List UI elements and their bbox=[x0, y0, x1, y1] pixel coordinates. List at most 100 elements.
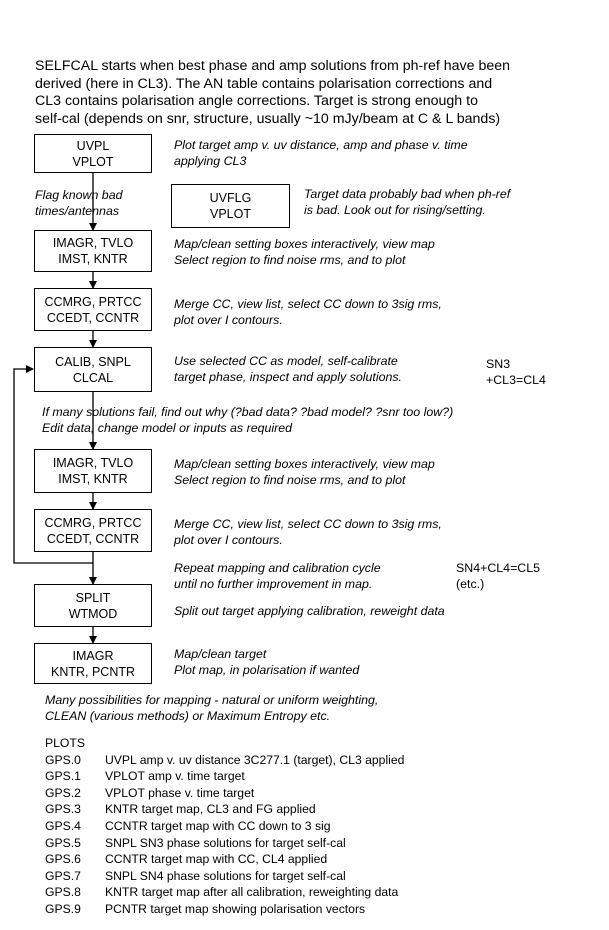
uvpl-note: Plot target amp v. uv distance, amp and … bbox=[174, 137, 468, 169]
note-line: Repeat mapping and calibration cycle bbox=[174, 561, 381, 575]
note-line: Edit data, change model or inputs as req… bbox=[42, 421, 293, 435]
note-line: Merge CC, view list, select CC down to 3… bbox=[174, 297, 442, 311]
calib-box: CALIB, SNPL CLCAL bbox=[34, 347, 152, 392]
note-line: plot over I contours. bbox=[174, 533, 283, 547]
plot-desc: KNTR target map after all calibration, r… bbox=[105, 885, 399, 900]
plot-code: GPS.7 bbox=[45, 868, 81, 883]
note-line: Map/clean setting boxes interactively, v… bbox=[174, 457, 435, 471]
plot-row: GPS.8 KNTR target map after all calibrati… bbox=[45, 884, 404, 901]
plot-code: GPS.2 bbox=[45, 785, 81, 800]
split-note: Split out target applying calibration, r… bbox=[174, 603, 445, 619]
flag-note: Target data probably bad when ph-ref is … bbox=[304, 186, 510, 218]
box-line: CCEDT, CCNTR bbox=[46, 310, 140, 325]
plot-code: GPS.4 bbox=[45, 818, 81, 833]
plot-code: GPS.0 bbox=[45, 752, 81, 767]
intro-text: SELFCAL starts when best phase and amp s… bbox=[35, 58, 595, 128]
plot-code: GPS.5 bbox=[45, 835, 81, 850]
plot-row: GPS.4 CCNTR target map with CC down to 3 … bbox=[45, 818, 404, 835]
box-line: WTMOD bbox=[68, 606, 118, 621]
box-line: CCMRG, PRTCC bbox=[44, 515, 142, 530]
plot-desc: KNTR target map, CL3 and FG applied bbox=[105, 802, 316, 817]
calib-side-label: SN3 +CL3=CL4 bbox=[486, 356, 546, 388]
note-line: Plot target amp v. uv distance, amp and … bbox=[174, 138, 468, 152]
plot-code: GPS.8 bbox=[45, 885, 81, 900]
note-line: until no further improvement in map. bbox=[174, 577, 373, 591]
plot-row: GPS.2 VPLOT phase v. time target bbox=[45, 785, 404, 802]
note-line: Target data probably bad when ph-ref bbox=[304, 187, 511, 201]
box-line: UVPL bbox=[76, 138, 110, 153]
plots-list: PLOTS GPS.0 UVPL amp v. uv distance 3C277… bbox=[45, 735, 404, 918]
ccmrg2-note: Merge CC, view list, select CC down to 3… bbox=[174, 516, 442, 548]
plot-desc: SNPL SN3 phase solutions for target self… bbox=[105, 835, 346, 850]
ccmrg1-box: CCMRG, PRTCC CCEDT, CCNTR bbox=[34, 288, 152, 331]
note-line: plot over I contours. bbox=[174, 313, 283, 327]
ccmrg2-box: CCMRG, PRTCC CCEDT, CCNTR bbox=[34, 509, 152, 552]
imagr2-box: IMAGR, TVLO IMST, KNTR bbox=[34, 449, 152, 493]
calib-note: Use selected CC as model, self-calibrate… bbox=[174, 353, 402, 385]
note-line: times/antennas bbox=[35, 204, 120, 218]
note-line: Flag known bad bbox=[35, 188, 123, 202]
note-line: Map/clean target bbox=[174, 647, 267, 661]
box-line: CCMRG, PRTCC bbox=[44, 294, 142, 309]
intro-line: CL3 contains polarisation angle correcti… bbox=[35, 93, 478, 109]
imagr3-box: IMAGR KNTR, PCNTR bbox=[34, 643, 152, 684]
box-line: UVFLG bbox=[209, 191, 252, 205]
intro-line: self-cal (depends on snr, structure, usu… bbox=[35, 110, 501, 127]
repeat-side-label: SN4+CL4=CL5 (etc.) bbox=[456, 560, 540, 592]
failure-note: If many solutions fail, find out why (?b… bbox=[42, 404, 453, 436]
repeat-note: Repeat mapping and calibration cycle unt… bbox=[174, 560, 381, 592]
box-line: CALIB, SNPL bbox=[55, 354, 131, 369]
intro-line: derived (here in CL3). The AN table cont… bbox=[35, 75, 493, 92]
note-line: Select region to find noise rms, and to … bbox=[174, 473, 406, 487]
box-line: IMST, KNTR bbox=[58, 472, 128, 486]
plot-row: GPS.3 KNTR target map, CL3 and FG applied bbox=[45, 801, 404, 818]
plot-row: GPS.0 UVPL amp v. uv distance 3C277.1 (ta… bbox=[45, 752, 404, 769]
note-line: If many solutions fail, find out why (?b… bbox=[42, 405, 454, 419]
side-line: (etc.) bbox=[456, 577, 485, 591]
mapping-note: Many possibilities for mapping - natural… bbox=[45, 692, 378, 724]
plot-row: GPS.5 SNPL SN3 phase solutions for target… bbox=[45, 835, 404, 852]
box-line: IMAGR bbox=[72, 648, 114, 663]
uvpl-box: UVPL VPLOT bbox=[34, 134, 152, 173]
imagr1-note: Map/clean setting boxes interactively, v… bbox=[174, 236, 435, 268]
imagr1-box: IMAGR, TVLO IMST, KNTR bbox=[34, 230, 152, 272]
plot-code: GPS.3 bbox=[45, 802, 81, 817]
side-line: +CL3=CL4 bbox=[486, 373, 546, 387]
plot-desc: CCNTR target map with CC down to 3 sig bbox=[105, 818, 331, 833]
box-line: IMAGR, TVLO bbox=[52, 236, 134, 250]
plot-desc: CCNTR target map with CC, CL4 applied bbox=[105, 852, 328, 867]
plot-desc: UVPL amp v. uv distance 3C277.1 (target)… bbox=[105, 752, 405, 767]
plot-code: GPS.9 bbox=[45, 901, 81, 916]
box-line: VPLOT bbox=[72, 154, 114, 169]
note-line: Map/clean setting boxes interactively, v… bbox=[174, 237, 435, 251]
note-line: is bad. Look out for rising/setting. bbox=[304, 203, 486, 217]
flag-label: Flag known bad times/antennas bbox=[35, 187, 122, 219]
imagr3-note: Map/clean target Plot map, in polarisati… bbox=[174, 646, 359, 678]
note-line: target phase, inspect and apply solution… bbox=[174, 370, 402, 384]
plot-row: GPS.6 CCNTR target map with CC, CL4 appli… bbox=[45, 851, 404, 868]
note-line: Plot map, in polarisation if wanted bbox=[174, 663, 360, 677]
plot-desc: VPLOT amp v. time target bbox=[105, 769, 245, 784]
plots-heading: PLOTS bbox=[45, 736, 85, 750]
note-line: Merge CC, view list, select CC down to 3… bbox=[174, 517, 442, 531]
plot-desc: VPLOT phase v. time target bbox=[105, 785, 255, 800]
box-line: IMST, KNTR bbox=[58, 252, 128, 266]
plot-row: GPS.1 VPLOT amp v. time target bbox=[45, 768, 404, 785]
uvflg-box: UVFLG VPLOT bbox=[171, 184, 290, 228]
split-box: SPLIT WTMOD bbox=[34, 584, 152, 627]
box-line: CLCAL bbox=[72, 370, 114, 385]
box-line: IMAGR, TVLO bbox=[52, 456, 134, 470]
note-line: CLEAN (various methods) or Maximum Entro… bbox=[45, 709, 331, 723]
side-line: SN3 bbox=[486, 357, 511, 371]
intro-line: SELFCAL starts when best phase and amp s… bbox=[35, 58, 511, 74]
box-line: KNTR, PCNTR bbox=[50, 664, 136, 679]
note-line: Many possibilities for mapping - natural… bbox=[45, 693, 379, 707]
plot-code: GPS.6 bbox=[45, 852, 81, 867]
plot-code: GPS.1 bbox=[45, 769, 81, 784]
loop-back-line bbox=[13, 365, 93, 564]
imagr2-note: Map/clean setting boxes interactively, v… bbox=[174, 456, 435, 488]
box-line: VPLOT bbox=[210, 207, 251, 221]
